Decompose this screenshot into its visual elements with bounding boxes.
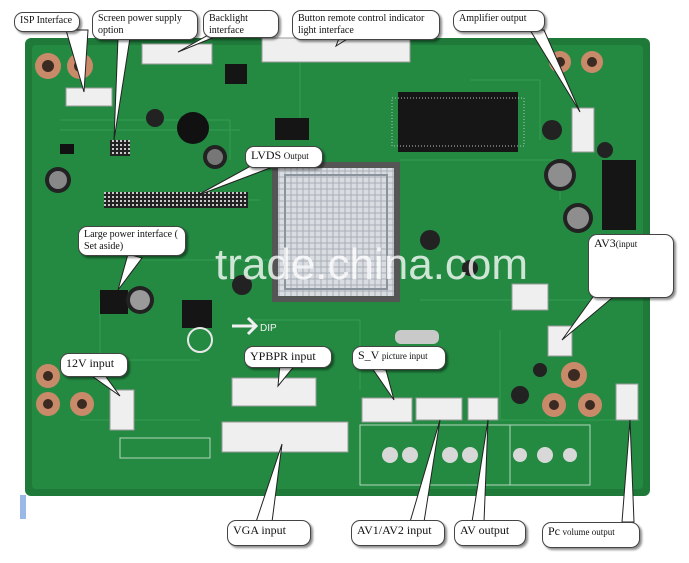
- label-pc-volume-output: Pc volume output: [542, 522, 640, 548]
- label-av1-av2-input: AV1/AV2 input: [351, 520, 445, 546]
- chip-main: [398, 92, 518, 152]
- watermark: trade.china.com: [215, 240, 529, 289]
- label-amplifier-output: Amplifier output: [453, 10, 545, 32]
- label-vga-input: VGA input: [227, 520, 311, 546]
- side-marker: [20, 495, 26, 519]
- label-button-remote-control: Button remote control indicator light in…: [292, 10, 440, 40]
- label-large-power-interface: Large power interface ( Set aside): [78, 226, 186, 256]
- heatsink: [272, 162, 400, 302]
- label-ypbpr-input: YPBPR input: [244, 346, 332, 368]
- label-av-output: AV output: [454, 520, 526, 546]
- svg-text:DIP: DIP: [260, 323, 277, 334]
- connectors: [65, 37, 639, 453]
- lvds-header: [104, 192, 248, 208]
- label-s-v-picture-input: S_V picture input: [352, 346, 446, 370]
- label-isp-interface: ISP Interface: [14, 12, 80, 32]
- label-backlight-interface: Backlight interface: [203, 10, 279, 38]
- capacitors: [45, 109, 613, 404]
- label-screen-power-supply: Screen power supply option: [92, 10, 198, 40]
- label-av3-input: AV3(input: [588, 234, 674, 298]
- label-lvds-output: LVDS Output: [245, 146, 323, 168]
- label-12v-input: 12V input: [60, 353, 128, 377]
